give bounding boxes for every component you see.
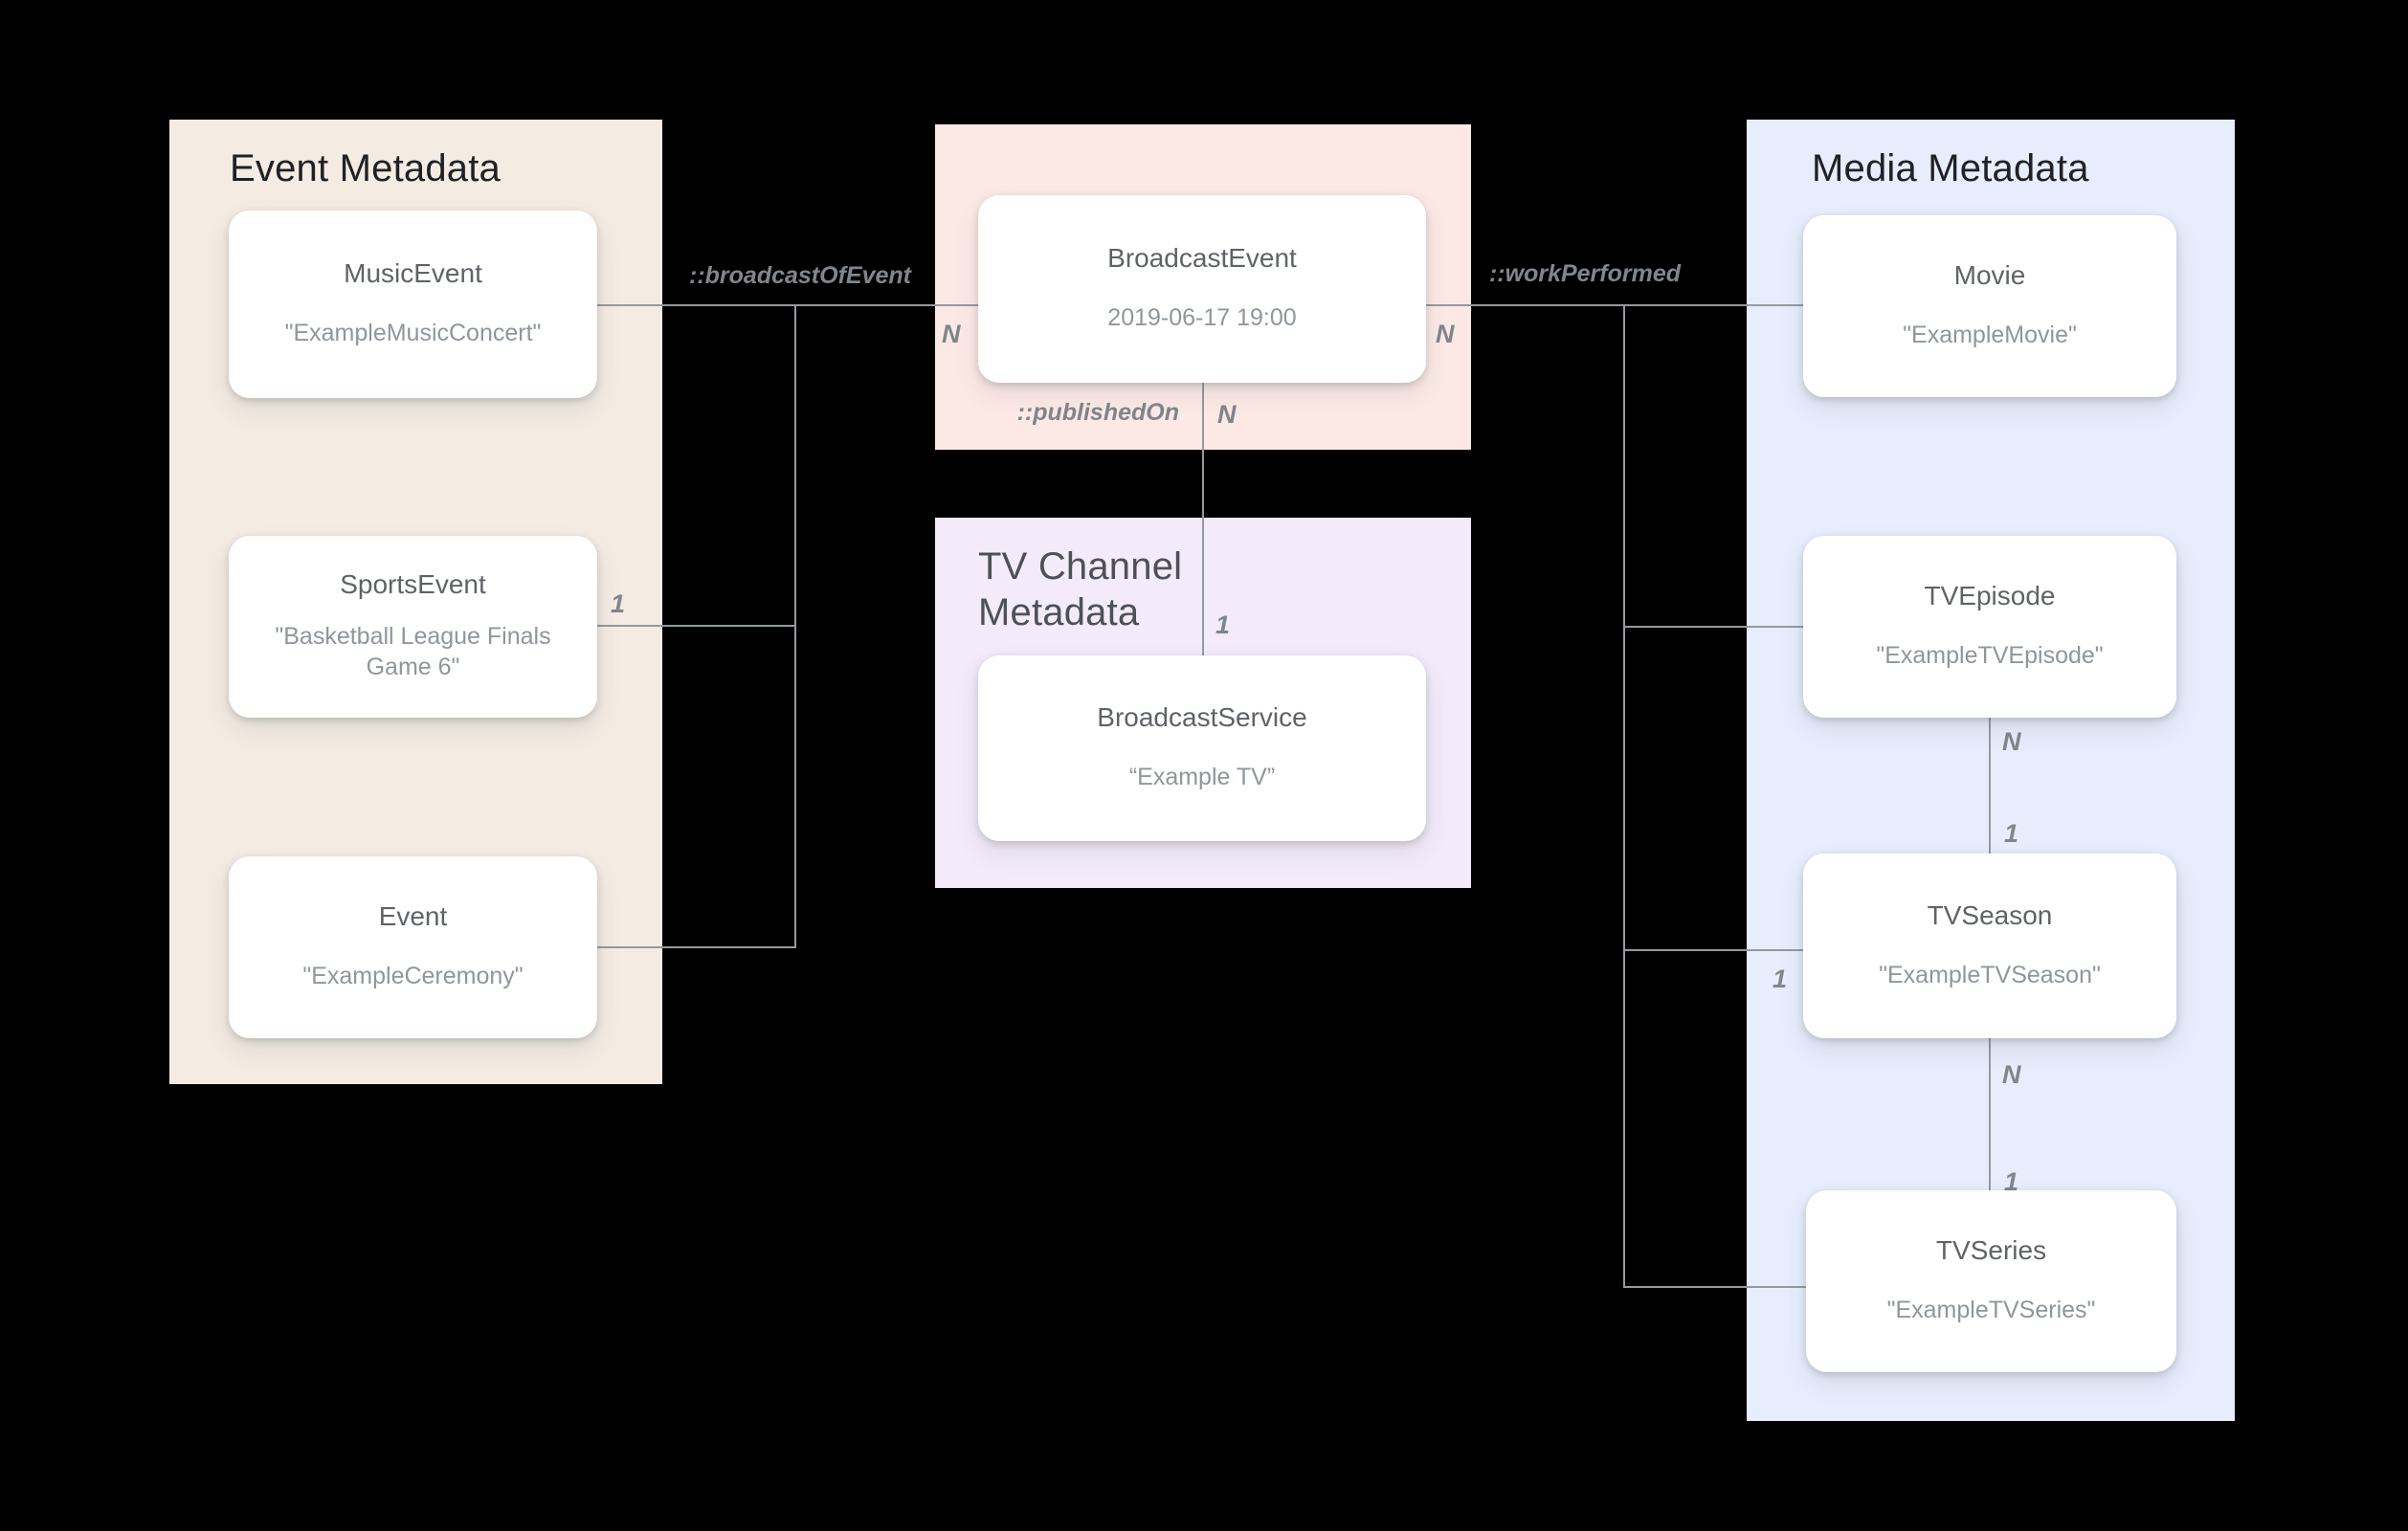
card-subtitle-event: "ExampleCeremony": [302, 963, 524, 990]
card-title-tvseries: TVSeries: [1935, 1235, 2047, 1266]
card-title-tvseason: TVSeason: [1927, 899, 2053, 930]
cardinality-1-broadcastservice: 1: [1215, 610, 1231, 639]
cardinality-n-publishedon: N: [1217, 400, 1237, 429]
card-subtitle-tvseries: "ExampleTVSeries": [1886, 1297, 2096, 1324]
card-title-sportsevent: SportsEvent: [340, 569, 486, 600]
card-title-tvepisode: TVEpisode: [1924, 581, 2056, 611]
connector-trunk-media-side: [1623, 304, 1625, 1288]
card-title-broadcastservice: BroadcastService: [1097, 702, 1307, 733]
connector-tvepisode-branch: [1623, 626, 1805, 628]
cardinality-n-broadcastofevent: N: [942, 320, 961, 348]
cardinality-1-sportsevent: 1: [611, 589, 626, 618]
relation-label-broadcastofevent: ::broadcastOfEvent: [689, 262, 911, 289]
card-tvseries: TVSeries "ExampleTVSeries": [1806, 1190, 2176, 1372]
card-sportsevent: SportsEvent "Basketball League Finals Ga…: [229, 536, 597, 718]
card-musicevent: MusicEvent "ExampleMusicConcert": [229, 211, 597, 398]
connector-publishedon: [1202, 383, 1204, 657]
card-subtitle-tvepisode: "ExampleTVEpisode": [1876, 642, 2104, 670]
cardinality-1-tvseries-side: 1: [2004, 1167, 2019, 1196]
card-tvepisode: TVEpisode "ExampleTVEpisode": [1803, 536, 2176, 718]
card-subtitle-broadcastservice: “Example TV”: [1128, 764, 1276, 791]
card-event: Event "ExampleCeremony": [229, 856, 597, 1038]
connector-tvseason-branch: [1623, 949, 1805, 951]
connector-tvepisode-tvseason: [1989, 718, 1991, 854]
connector-tvseason-tvseries: [1989, 1038, 1991, 1190]
panel-title-tv-channel-metadata: TV Channel Metadata: [978, 545, 1183, 633]
card-subtitle-tvseason: "ExampleTVSeason": [1879, 961, 2101, 988]
connector-musicevent-broadcastevent: [597, 304, 980, 306]
connector-broadcastevent-movie: [1426, 304, 1805, 306]
relation-label-workperformed: ::workPerformed: [1488, 260, 1682, 287]
card-tvseason: TVSeason "ExampleTVSeason": [1803, 854, 2176, 1038]
cardinality-1-tvseason-side: 1: [2004, 819, 2019, 848]
connector-event-branch: [597, 946, 796, 948]
card-title-broadcastevent: BroadcastEvent: [1107, 243, 1297, 274]
connector-tvseries-branch: [1623, 1286, 1808, 1288]
card-movie: Movie "ExampleMovie": [1803, 215, 2176, 397]
card-title-musicevent: MusicEvent: [344, 258, 482, 289]
panel-title-media-metadata: Media Metadata: [1812, 147, 2089, 189]
relation-label-publishedon: ::publishedOn: [1016, 399, 1179, 426]
panel-title-event-metadata: Event Metadata: [230, 147, 501, 189]
card-subtitle-movie: "ExampleMovie": [1903, 322, 2077, 349]
card-subtitle-sportsevent: "Basketball League Finals Game 6": [275, 622, 551, 681]
cardinality-n-tvepisode-side: N: [2002, 727, 2021, 756]
card-subtitle-broadcastevent: 2019-06-17 19:00: [1107, 304, 1297, 332]
connector-sportsevent-branch: [597, 625, 796, 627]
card-title-event: Event: [378, 901, 448, 932]
card-broadcastevent: BroadcastEvent 2019-06-17 19:00: [978, 195, 1426, 383]
cardinality-n-workperformed: N: [1436, 320, 1455, 348]
card-subtitle-musicevent: "ExampleMusicConcert": [284, 320, 542, 347]
cardinality-1-tvseason: 1: [1773, 965, 1788, 993]
card-broadcastservice: BroadcastService “Example TV”: [978, 655, 1426, 841]
card-title-movie: Movie: [1953, 260, 2026, 291]
cardinality-n-tvseason-bottom: N: [2002, 1060, 2021, 1089]
